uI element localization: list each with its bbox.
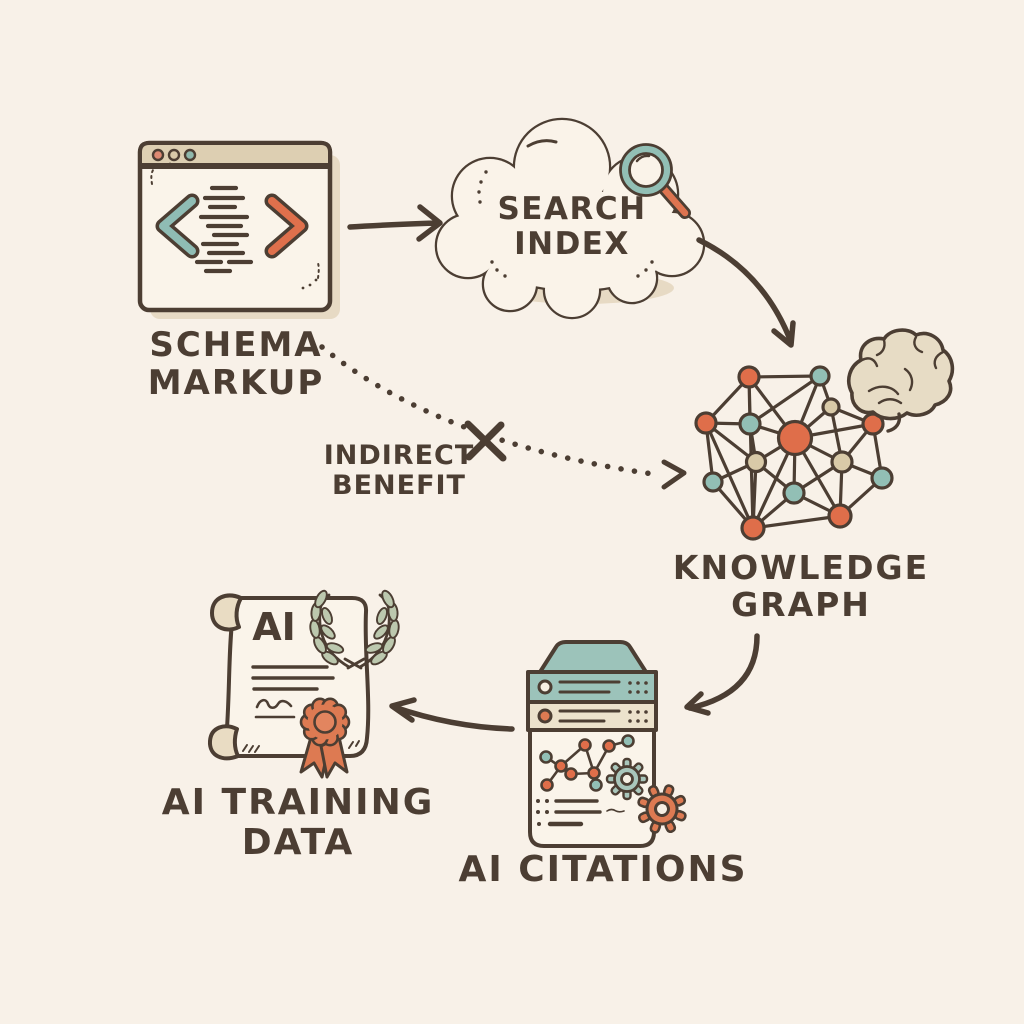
cloud-icon xyxy=(434,117,706,320)
search-index-label: SEARCH INDEX xyxy=(497,191,647,262)
certificate-lines xyxy=(251,665,335,691)
certificate-scroll-icon xyxy=(208,589,400,779)
schema-markup-label: SCHEMA MARKUP xyxy=(147,325,325,404)
code-lines xyxy=(194,185,254,274)
bullet-list xyxy=(536,799,625,827)
certificate-ai-text: AI xyxy=(252,605,296,649)
blocked-x-icon xyxy=(464,420,507,462)
arrow-schema-to-search xyxy=(347,204,443,242)
orange-gear-icon xyxy=(637,784,687,834)
server-document-icon xyxy=(526,640,687,848)
network-graph-icon xyxy=(694,365,894,541)
arrow-knowledge-to-citations xyxy=(684,633,760,716)
browser-code-icon xyxy=(137,140,340,319)
brain-icon xyxy=(847,328,955,433)
magnifier-icon xyxy=(619,143,691,219)
rosette-ribbon-icon xyxy=(299,697,351,779)
signature-squiggle xyxy=(255,698,293,710)
arrow-citations-to-training xyxy=(389,697,515,732)
teal-dot-icon xyxy=(183,148,197,162)
mini-chart xyxy=(539,734,635,792)
arrow-search-to-knowledge xyxy=(696,237,796,348)
beige-dot-icon xyxy=(167,148,181,162)
graph-nodes xyxy=(694,365,894,541)
ai-training-data-label: AI TRAINING DATA xyxy=(161,782,435,864)
orange-dot-icon xyxy=(151,148,165,162)
indirect-benefit-label: INDIRECT BENEFIT xyxy=(323,440,475,502)
knowledge-graph-label: KNOWLEDGE GRAPH xyxy=(672,548,930,624)
ai-citations-label: AI CITATIONS xyxy=(458,849,748,890)
indirect-benefit-arrow xyxy=(319,344,687,490)
teal-gear-icon xyxy=(605,757,649,801)
laurel-wreath-icon xyxy=(309,589,400,670)
